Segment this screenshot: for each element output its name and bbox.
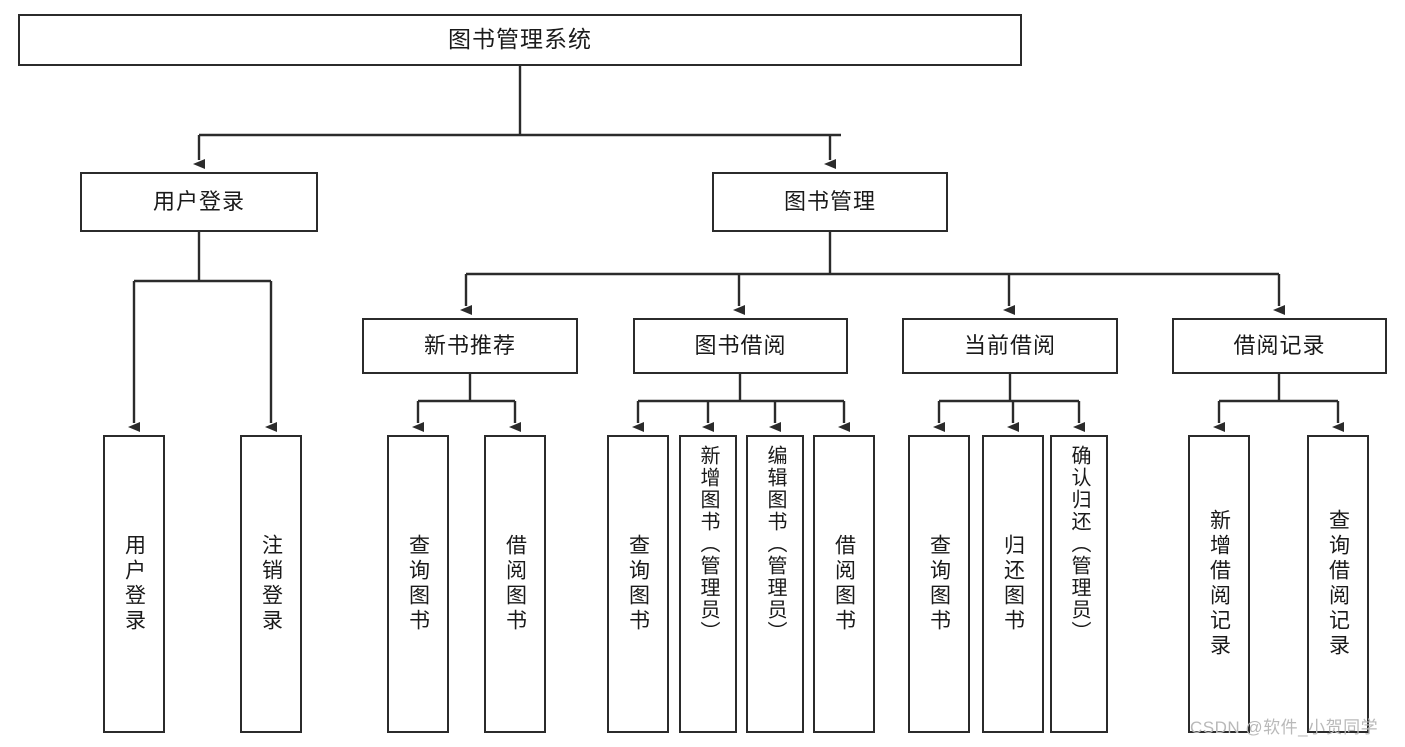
node-current-borrow-label: 当前借阅 [963,332,1056,358]
leaf-user-login-label: 用户登录 [122,534,146,634]
node-book-borrow[interactable]: 图书借阅 [633,318,848,374]
leaf-add-book-admin-label: 新增图书（管理员） [697,445,719,643]
leaf-query-books-current[interactable]: 查询图书 [908,435,970,733]
node-book-borrow-label: 图书借阅 [694,332,787,358]
node-current-borrow[interactable]: 当前借阅 [902,318,1118,374]
node-new-book-recommend[interactable]: 新书推荐 [362,318,578,374]
leaf-query-books-recommend[interactable]: 查询图书 [387,435,449,733]
leaf-add-book-admin[interactable]: 新增图书（管理员） [679,435,737,733]
node-book-management[interactable]: 图书管理 [712,172,948,232]
leaf-confirm-return-admin[interactable]: 确认归还（管理员） [1050,435,1108,733]
leaf-logout[interactable]: 注销登录 [240,435,302,733]
leaf-add-borrow-record-label: 新增借阅记录 [1207,509,1231,659]
node-book-management-label: 图书管理 [783,188,876,214]
leaf-return-books-label: 归还图书 [1001,534,1025,634]
leaf-borrow-books-recommend-label: 借阅图书 [503,534,527,634]
leaf-borrow-books-recommend[interactable]: 借阅图书 [484,435,546,733]
leaf-add-borrow-record[interactable]: 新增借阅记录 [1188,435,1250,733]
node-root-label: 图书管理系统 [448,26,592,53]
node-user-login-label: 用户登录 [152,188,245,214]
node-user-login[interactable]: 用户登录 [80,172,318,232]
leaf-query-books-recommend-label: 查询图书 [406,534,430,634]
leaf-confirm-return-admin-label: 确认归还（管理员） [1068,445,1090,643]
leaf-query-borrow-record-label: 查询借阅记录 [1326,509,1350,659]
node-root[interactable]: 图书管理系统 [18,14,1022,66]
leaf-borrow-books-label: 借阅图书 [832,534,856,634]
leaf-return-books[interactable]: 归还图书 [982,435,1044,733]
leaf-edit-book-admin-label: 编辑图书（管理员） [764,445,786,643]
leaf-query-books-current-label: 查询图书 [927,534,951,634]
watermark: CSDN @软件_小贺同学 [1190,718,1379,737]
leaf-logout-label: 注销登录 [259,534,283,634]
leaf-query-books-borrow-label: 查询图书 [626,534,650,634]
node-borrow-record-label: 借阅记录 [1233,332,1326,358]
leaf-edit-book-admin[interactable]: 编辑图书（管理员） [746,435,804,733]
leaf-query-borrow-record[interactable]: 查询借阅记录 [1307,435,1369,733]
leaf-query-books-borrow[interactable]: 查询图书 [607,435,669,733]
leaf-user-login[interactable]: 用户登录 [103,435,165,733]
leaf-borrow-books[interactable]: 借阅图书 [813,435,875,733]
node-borrow-record[interactable]: 借阅记录 [1172,318,1387,374]
node-new-book-recommend-label: 新书推荐 [423,332,516,358]
